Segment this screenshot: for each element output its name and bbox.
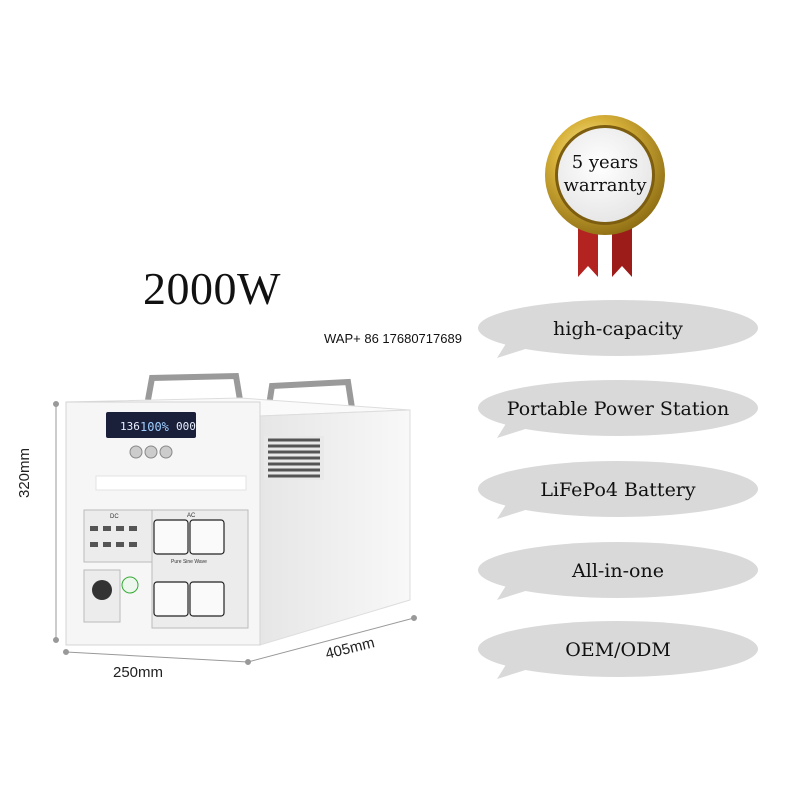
button-3 bbox=[159, 445, 173, 459]
width-label: 250mm bbox=[113, 664, 164, 681]
button-2 bbox=[144, 445, 158, 459]
dc-label: DC bbox=[110, 514, 119, 520]
ac-label: AC bbox=[187, 513, 196, 519]
feature-label: LiFePo4 Battery bbox=[540, 479, 696, 501]
medal-inner bbox=[558, 128, 652, 222]
feature-label: Portable Power Station bbox=[506, 398, 730, 420]
feature-label: OEM/ODM bbox=[565, 639, 671, 661]
product-title: 2000W bbox=[143, 263, 281, 314]
light-bar bbox=[95, 475, 247, 491]
lcd-center: 100% bbox=[140, 420, 170, 434]
feature-label: high-capacity bbox=[553, 318, 683, 340]
feature-label: All-in-one bbox=[572, 560, 664, 582]
handle-left bbox=[145, 372, 243, 401]
power-button bbox=[121, 576, 139, 594]
lcd-right: 000 bbox=[176, 420, 196, 433]
dc-panel bbox=[83, 509, 153, 563]
vent-grille bbox=[264, 436, 324, 480]
feature-bubble-2: Portable Power Station bbox=[477, 378, 759, 440]
badge-line1: 5 years bbox=[572, 152, 639, 173]
contact-number: WAP+ 86 17680717689 bbox=[324, 331, 462, 346]
handle-right bbox=[265, 378, 355, 413]
car-socket bbox=[92, 580, 112, 600]
dimension-lines bbox=[53, 401, 417, 665]
ribbon-left bbox=[578, 220, 598, 277]
ribbon-right bbox=[612, 220, 632, 277]
feature-bubble-3: LiFePo4 Battery bbox=[477, 459, 759, 521]
power-station-image: 136 100% 000 DC AC Pure Sine Wave bbox=[53, 372, 417, 665]
lcd-display bbox=[106, 412, 196, 438]
ac-outlets bbox=[153, 519, 225, 617]
warranty-badge: 5 years warranty bbox=[545, 115, 665, 277]
feature-bubble-1: high-capacity bbox=[477, 298, 759, 360]
height-label: 320mm bbox=[16, 447, 33, 498]
lcd-left: 136 bbox=[120, 420, 140, 433]
feature-bubble-5: OEM/ODM bbox=[477, 619, 759, 681]
usb-ports bbox=[90, 526, 137, 547]
badge-line2: warranty bbox=[563, 175, 647, 196]
button-1 bbox=[129, 445, 143, 459]
feature-bubble-4: All-in-one bbox=[477, 540, 759, 602]
wave-label: Pure Sine Wave bbox=[171, 559, 207, 565]
